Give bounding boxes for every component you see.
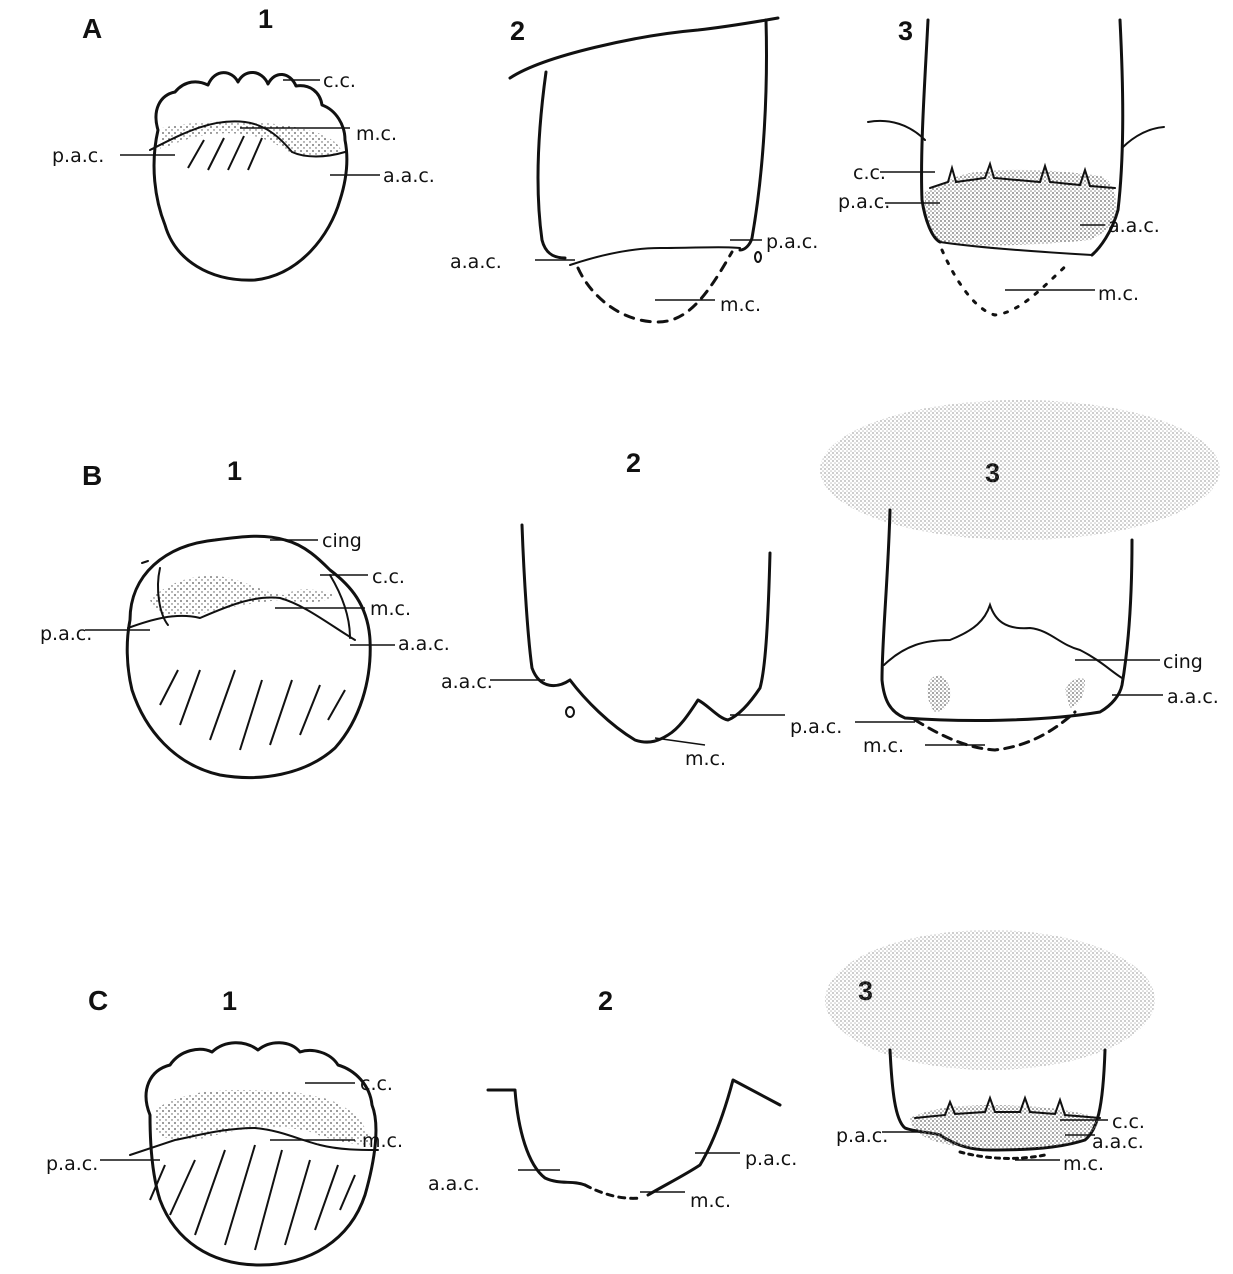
label-cc: c.c. [1112, 1111, 1145, 1133]
panel-b2: 2 a.a.c. p.a.c. m.c. [441, 448, 842, 770]
hatch [328, 690, 345, 720]
row-letter-b: B [82, 460, 102, 491]
panel-c3: 3 c.c. p.a.c. a.a.c. m.c. [825, 930, 1155, 1175]
label-mc: m.c. [863, 735, 904, 757]
hatch [248, 138, 262, 170]
stippled-area [1065, 678, 1085, 708]
panel-a3: 3 c.c. p.a.c. a.a.c. m.c. [838, 16, 1164, 315]
root-flare-left [868, 121, 925, 140]
row-letter-c: C [88, 985, 108, 1016]
hatch [195, 1150, 225, 1235]
stippled-area [150, 576, 335, 618]
label-mc: m.c. [362, 1130, 403, 1152]
label-aac: a.a.c. [450, 251, 502, 273]
tiny-mark [142, 561, 148, 563]
label-aac: a.a.c. [441, 671, 493, 693]
label-mc: m.c. [685, 748, 726, 770]
hatch [180, 670, 200, 725]
row-letter-a: A [82, 13, 102, 44]
label-pac: p.a.c. [52, 145, 104, 167]
crown-side-right [740, 20, 766, 250]
label-pac: p.a.c. [46, 1153, 98, 1175]
hatch [210, 670, 235, 740]
panel-a1: 1 c.c. m.c. p.a.c. a.a.c. [52, 4, 435, 280]
leader-line [655, 738, 705, 745]
panel-number-c2: 2 [598, 986, 613, 1016]
row-a: A 1 c.c. m.c. p.a.c. a.a.c. 2 [52, 4, 1164, 322]
panel-number-a3: 3 [898, 16, 913, 46]
label-pac: p.a.c. [40, 623, 92, 645]
label-mc: m.c. [356, 123, 397, 145]
label-aac: a.a.c. [1108, 215, 1160, 237]
hatch [285, 1160, 310, 1245]
hatch [240, 680, 262, 750]
label-cing: cing [1163, 651, 1203, 673]
label-pac: p.a.c. [790, 716, 842, 738]
hatch [188, 140, 204, 168]
shaded-area [820, 400, 1220, 540]
panel-number-a1: 1 [258, 4, 273, 34]
mc-dashed-outline [585, 1185, 640, 1198]
mc-dashed-outline [942, 250, 1070, 315]
label-cc: c.c. [360, 1073, 393, 1095]
crown-outline [882, 510, 1132, 720]
crown-top-line [510, 18, 778, 78]
label-cing: cing [322, 530, 362, 552]
label-aac: a.a.c. [1167, 686, 1219, 708]
label-pac: p.a.c. [745, 1148, 797, 1170]
hatch [270, 680, 292, 745]
hatch [170, 1160, 195, 1215]
hatch [255, 1150, 282, 1250]
panel-number-c1: 1 [222, 986, 237, 1016]
label-aac: a.a.c. [383, 165, 435, 187]
tooth-outline [127, 536, 370, 777]
panel-number-b2: 2 [626, 448, 641, 478]
crown-outline-right [648, 1080, 780, 1195]
panel-a2: 2 a.a.c. p.a.c. m.c. [450, 16, 818, 322]
panel-number-b1: 1 [227, 456, 242, 486]
small-cusp [755, 252, 761, 262]
label-pac: p.a.c. [838, 191, 890, 213]
hatch [225, 1145, 255, 1245]
label-mc: m.c. [1098, 283, 1139, 305]
hatch [208, 138, 224, 170]
row-c: C 1 c.c. m.c. p.a.c. 2 [46, 930, 1155, 1265]
hatch [160, 670, 178, 705]
mc-dashed-outline [960, 1152, 1045, 1158]
panel-b1: 1 cing c.c. m.c. p.a.c. a.a.c. [40, 456, 450, 778]
label-pac: p.a.c. [766, 231, 818, 253]
label-aac: a.a.c. [398, 633, 450, 655]
label-aac: a.a.c. [1092, 1131, 1144, 1153]
hatch [228, 136, 244, 170]
tooth-outline [154, 72, 347, 280]
mc-dashed-outline [578, 252, 732, 322]
label-cc: c.c. [372, 566, 405, 588]
cingulum-line [884, 605, 1122, 678]
row-b: B 1 cing c.c. m.c. p.a.c. a [40, 400, 1220, 778]
hatch [300, 685, 320, 735]
label-cc: c.c. [853, 162, 886, 184]
crown-side-left [538, 72, 565, 258]
hatch [340, 1175, 355, 1210]
label-mc: m.c. [370, 598, 411, 620]
panel-c1: 1 c.c. m.c. p.a.c. [46, 986, 403, 1265]
crown-base-line [570, 247, 740, 265]
label-pac: p.a.c. [836, 1125, 888, 1147]
label-mc: m.c. [1063, 1153, 1104, 1175]
stippled-area [928, 675, 951, 712]
label-cc: c.c. [323, 70, 356, 92]
small-cusp [566, 707, 574, 717]
panel-c2: 2 a.a.c. p.a.c. m.c. [428, 986, 797, 1212]
crown-outline [522, 525, 770, 742]
panel-b3: 3 cing a.a.c. m.c. [820, 400, 1220, 757]
stippled-area [160, 121, 342, 155]
root-flare-right [1122, 127, 1164, 148]
hatch [315, 1165, 338, 1230]
label-aac: a.a.c. [428, 1173, 480, 1195]
label-mc: m.c. [690, 1190, 731, 1212]
tooth-outline [146, 1043, 376, 1265]
label-mc: m.c. [720, 294, 761, 316]
panel-number-a2: 2 [510, 16, 525, 46]
